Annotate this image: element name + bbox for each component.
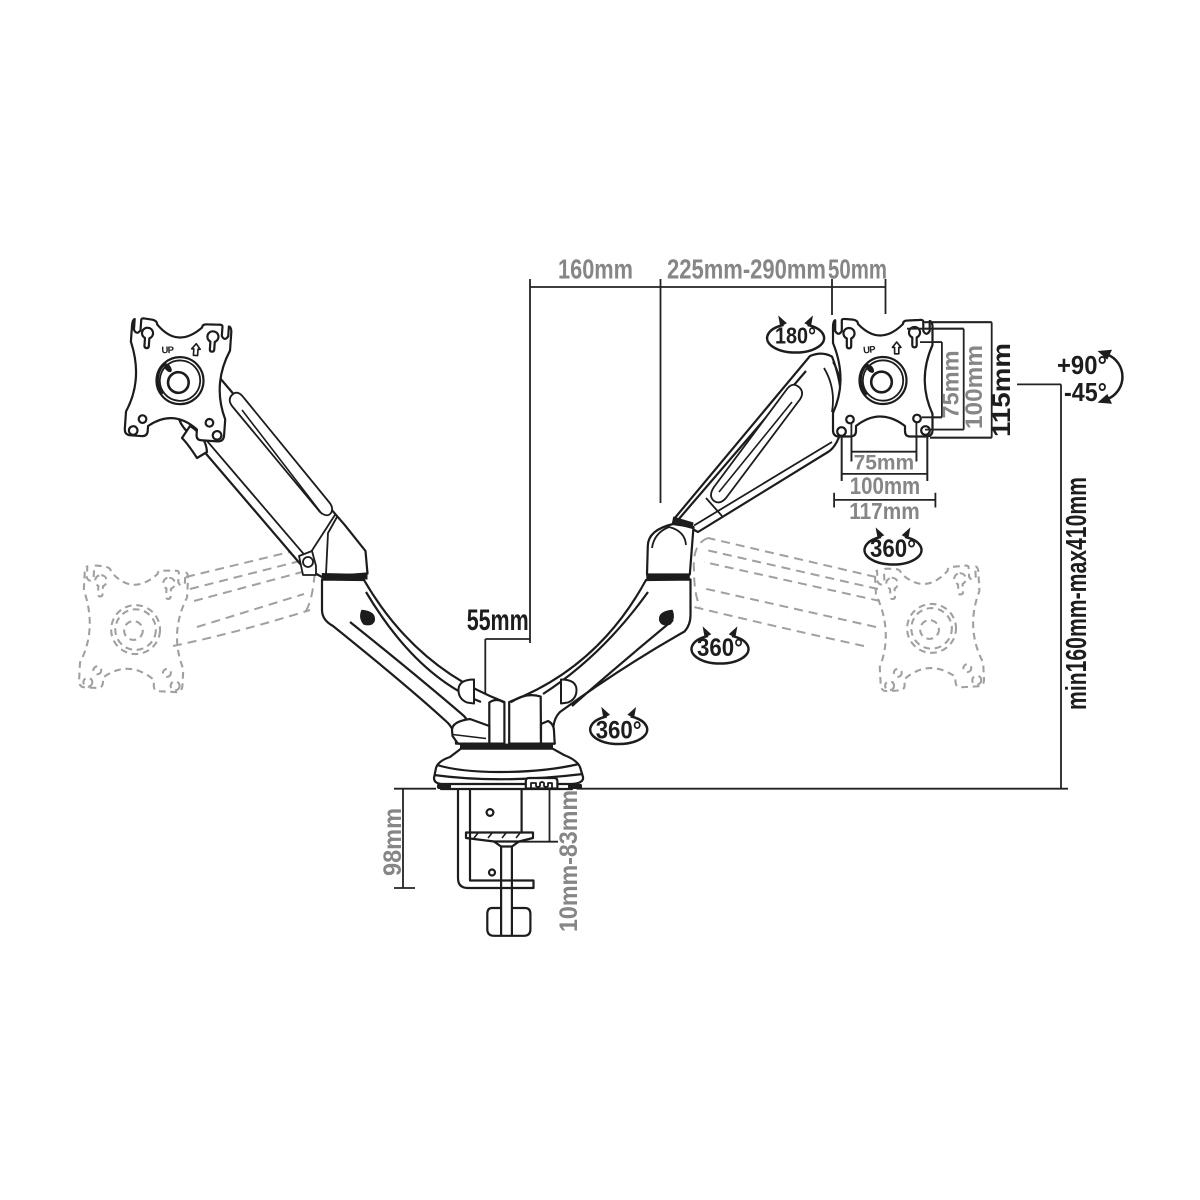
svg-text:UP: UP [161,345,175,356]
svg-text:360°: 360° [870,535,916,563]
svg-text:115mm: 115mm [988,343,1016,437]
svg-text:+90°: +90° [1057,350,1107,380]
svg-text:100mm: 100mm [961,345,988,429]
svg-text:75mm: 75mm [938,351,964,419]
svg-text:98mm: 98mm [379,808,407,876]
svg-text:117mm: 117mm [849,498,920,524]
svg-text:225mm-290mm: 225mm-290mm [667,254,826,285]
svg-text:180°: 180° [775,323,816,349]
svg-text:75mm: 75mm [854,452,915,475]
svg-text:360°: 360° [596,716,642,744]
svg-text:UP: UP [863,344,877,356]
svg-text:55mm: 55mm [467,604,529,637]
svg-text:50mm: 50mm [828,254,887,285]
svg-text:160mm: 160mm [558,254,633,285]
svg-text:min160mm-max410mm: min160mm-max410mm [1061,477,1093,710]
svg-text:360°: 360° [697,634,743,662]
svg-text:10mm-83mm: 10mm-83mm [555,790,583,932]
svg-text:100mm: 100mm [850,473,920,500]
